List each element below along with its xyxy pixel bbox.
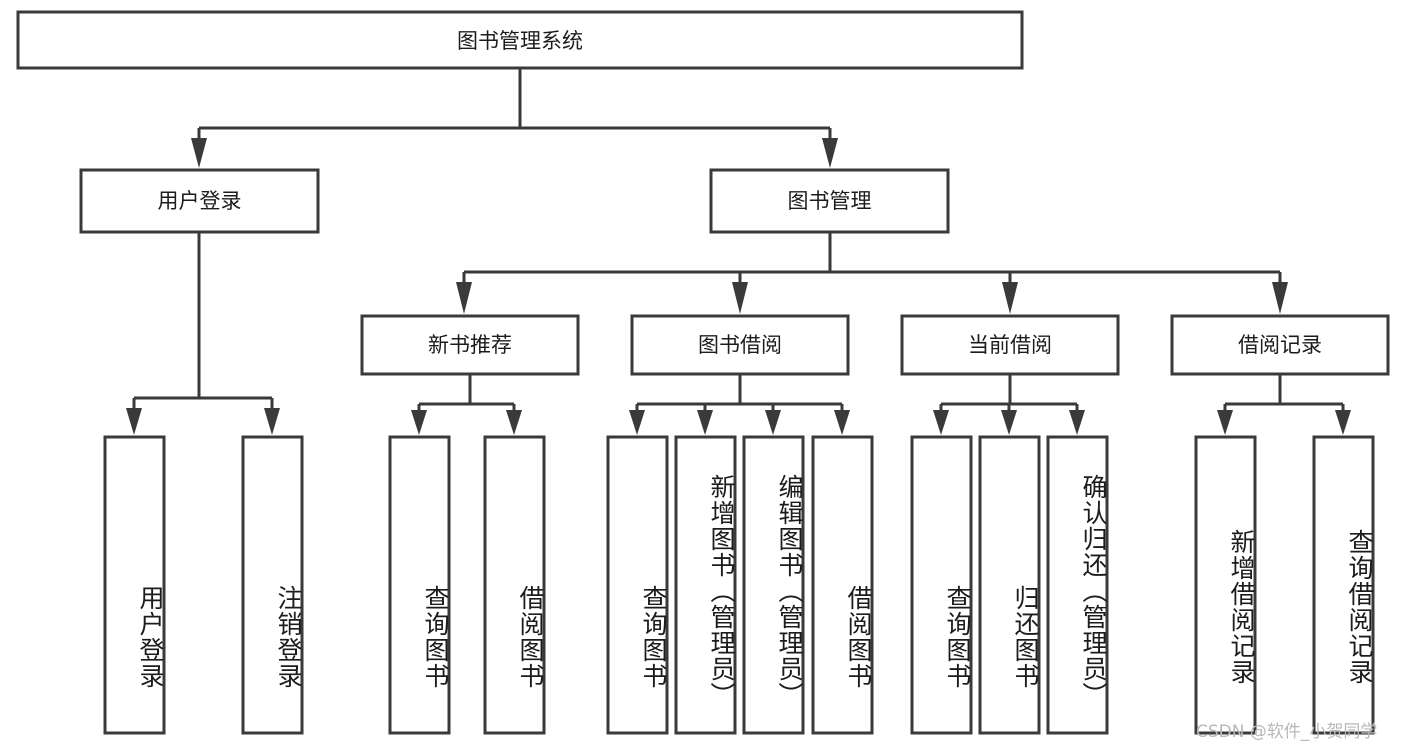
node-leaf-borrow-add-book-box[interactable] [674, 435, 737, 735]
node-leaf-current-query-book-box[interactable] [910, 435, 973, 735]
connector-group-user-login [126, 232, 280, 435]
node-leaf-recommend-query-book-label: 查询图书 [421, 585, 450, 689]
connector-group-current-borrow [933, 374, 1085, 435]
arrow-head-new-book-recommend [456, 282, 472, 314]
node-book-borrow-label: 图书借阅 [698, 333, 782, 357]
connector-group-borrow-record [1217, 374, 1351, 435]
arrow-head-borrow-record [1272, 282, 1288, 314]
node-current-borrow[interactable]: 当前借阅 [900, 314, 1120, 376]
connector-group-root [191, 68, 838, 168]
arrow-head-current-borrow [1002, 282, 1018, 314]
arrow-head-current-query-book [933, 410, 949, 435]
arrow-head-book-manage [822, 138, 838, 168]
connector-group-book-borrow [629, 374, 850, 435]
node-user-login-box[interactable] [79, 168, 320, 234]
arrow-head-recommend-query-book [411, 410, 427, 435]
node-book-manage[interactable]: 图书管理 [709, 168, 950, 234]
node-new-book-recommend-box[interactable] [360, 314, 580, 376]
node-book-borrow[interactable]: 图书借阅 [630, 314, 850, 376]
arrow-head-current-confirm-return [1069, 410, 1085, 435]
node-leaf-borrow-query-book-label: 查询图书 [639, 585, 668, 689]
node-leaf-user-logout-label: 注销登录 [274, 585, 303, 689]
node-leaf-user-logout-box[interactable] [241, 435, 304, 735]
node-leaf-record-query-box[interactable] [1312, 435, 1375, 735]
node-leaf-record-add-label: 新增借阅记录 [1227, 529, 1256, 685]
arrow-head-borrow-edit-book [765, 410, 781, 435]
node-leaf-current-return-book-box[interactable] [978, 435, 1041, 735]
connector-group-book-manage [456, 232, 1288, 314]
node-new-book-recommend-label: 新书推荐 [428, 333, 512, 357]
node-borrow-record-box[interactable] [1170, 314, 1390, 376]
arrow-head-borrow-query-book [629, 410, 645, 435]
arrow-head-record-add [1217, 410, 1233, 435]
node-book-manage-box[interactable] [709, 168, 950, 234]
node-leaf-recommend-query-book-box[interactable] [388, 435, 451, 735]
node-leaf-current-confirm-return-label: 确认归还（管理员） [1079, 474, 1108, 708]
node-leaf-current-query-book-label: 查询图书 [943, 585, 972, 689]
arrow-head-leaf-user-login [126, 408, 142, 435]
arrow-head-user-login [191, 138, 207, 168]
arrow-head-current-return-book [1001, 410, 1017, 435]
node-leaf-borrow-query-book-box[interactable] [606, 435, 669, 735]
node-root[interactable]: 图书管理系统 [16, 10, 1024, 70]
node-leaf-current-confirm-return-box[interactable] [1046, 435, 1109, 735]
arrow-head-recommend-borrow-book [506, 410, 522, 435]
node-root-box[interactable] [16, 10, 1024, 70]
node-leaf-borrow-borrow-book-box[interactable] [811, 435, 874, 735]
node-root-label: 图书管理系统 [457, 29, 583, 53]
node-leaf-recommend-borrow-book-box[interactable] [483, 435, 546, 735]
node-leaf-recommend-borrow-book-label: 借阅图书 [516, 585, 545, 689]
node-leaf-record-add-box[interactable] [1194, 435, 1257, 735]
arrow-head-record-query [1335, 410, 1351, 435]
node-leaf-borrow-borrow-book-label: 借阅图书 [844, 585, 873, 689]
node-user-login[interactable]: 用户登录 [79, 168, 320, 234]
node-book-manage-label: 图书管理 [788, 189, 872, 213]
node-current-borrow-label: 当前借阅 [968, 333, 1052, 357]
connector-group-new-book-recommend [411, 374, 522, 435]
node-new-book-recommend[interactable]: 新书推荐 [360, 314, 580, 376]
node-borrow-record[interactable]: 借阅记录 [1170, 314, 1390, 376]
arrow-head-leaf-user-logout [264, 408, 280, 435]
node-current-borrow-box[interactable] [900, 314, 1120, 376]
arrow-head-borrow-borrow-book [834, 410, 850, 435]
node-leaf-current-return-book-label: 归还图书 [1011, 585, 1040, 689]
node-leaf-borrow-add-book-label: 新增图书（管理员） [707, 474, 736, 708]
node-leaf-record-query-label: 查询借阅记录 [1345, 529, 1374, 685]
node-leaf-borrow-edit-book-label: 编辑图书（管理员） [775, 474, 804, 708]
csdn-watermark: CSDN @软件_小贺同学 [1196, 722, 1378, 742]
node-book-borrow-box[interactable] [630, 314, 850, 376]
node-leaf-user-login-box[interactable] [103, 435, 166, 735]
node-leaf-borrow-edit-book-box[interactable] [742, 435, 805, 735]
node-borrow-record-label: 借阅记录 [1238, 333, 1322, 357]
arrow-head-book-borrow [732, 282, 748, 314]
node-user-login-label: 用户登录 [158, 189, 242, 213]
arrow-head-borrow-add-book [697, 410, 713, 435]
node-leaf-user-login-label: 用户登录 [136, 585, 165, 689]
